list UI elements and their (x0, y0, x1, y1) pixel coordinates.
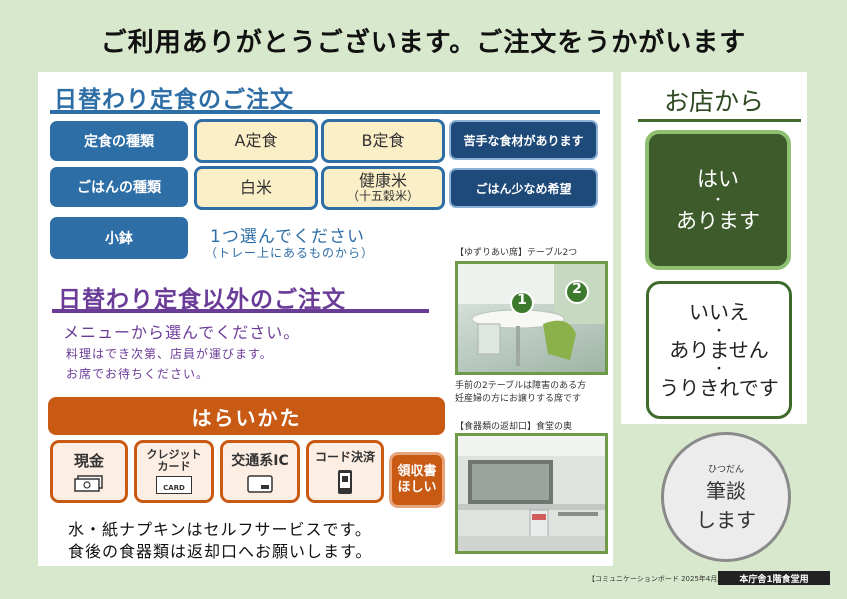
dish-return-photo (455, 433, 608, 554)
store-heading: お店から (663, 87, 764, 116)
disliked-ingredient-button[interactable]: 苦手な食材があります (449, 120, 598, 160)
cash-button[interactable]: 現金 (50, 440, 128, 503)
no-unavailable-button[interactable]: いいえ ・ ありません ・ うりきれです (646, 281, 792, 419)
other-order-line3: お席でお待ちください。 (66, 367, 210, 381)
daily-set-heading: 日替わり定食のご注文 (54, 87, 294, 113)
healthy-rice-subtitle: （十五穀米） (346, 189, 419, 204)
set-type-label: 定食の種類 (50, 121, 188, 161)
other-order-heading: 日替わり定食以外のご注文 (58, 287, 346, 313)
dish-return-caption: 【食器類の返却口】食堂の奥 (455, 422, 573, 432)
priority-seat-caption: 【ゆずりあい席】テーブル2つ (455, 248, 578, 258)
side-dish-label: 小鉢 (50, 217, 188, 259)
ic-card-icon (247, 474, 273, 493)
credit-card-icon: CARD (156, 476, 192, 495)
priority-seat-note1: 手前の2テーブルは障害のある方 (455, 381, 587, 391)
set-b-button[interactable]: B定食 (321, 119, 445, 163)
transit-ic-button[interactable]: 交通系IC (220, 440, 300, 503)
location-badge: 本庁舎1階食堂用 (718, 571, 830, 585)
smartphone-icon (338, 470, 352, 494)
credit-card-button[interactable]: クレジット カード CARD (134, 440, 214, 503)
code-payment-button[interactable]: コード決済 (306, 440, 384, 503)
less-rice-button[interactable]: ごはん少なめ希望 (449, 168, 598, 208)
white-rice-button[interactable]: 白米 (194, 166, 318, 210)
dish-return-image (458, 436, 605, 551)
choose-one-subnote: （トレー上にあるものから） (205, 246, 375, 260)
daily-set-divider (50, 110, 600, 114)
store-divider (638, 119, 801, 122)
other-order-divider (52, 309, 429, 313)
set-a-button[interactable]: A定食 (194, 119, 318, 163)
payment-heading: はらいかた (48, 397, 445, 435)
receipt-button[interactable]: 領収書 ほしい (389, 452, 445, 508)
other-order-line1: メニューから選んでください。 (63, 323, 301, 342)
other-order-line2: 料理はでき次第、店員が運びます。 (66, 347, 273, 361)
rice-type-label: ごはんの種類 (50, 167, 188, 207)
self-service-note: 水・紙ナプキンはセルフサービスです。 (68, 520, 372, 539)
yes-available-button[interactable]: はい ・ あります (645, 130, 791, 270)
seat-number-2: 2 (572, 281, 582, 297)
choose-one-note: 1つ選んでください (210, 227, 365, 247)
return-dishes-note: 食後の食器類は返却口へお願いします。 (68, 542, 373, 561)
dining-room-image (458, 264, 605, 366)
page-title: ご利用ありがとうございます。ご注文をうかがいます (100, 28, 747, 58)
priority-seat-photo: 1 2 (455, 261, 608, 375)
healthy-rice-button[interactable]: 健康米 （十五穀米） (321, 166, 445, 210)
board-version: 【コミュニケーションボード 2025年4月版】 (588, 575, 732, 583)
priority-seat-note2: 妊産婦の方にお譲りする席です (455, 394, 582, 404)
seat-number-1: 1 (517, 292, 527, 308)
written-communication-button[interactable]: ひつだん 筆談 します (661, 432, 791, 562)
cash-icon (74, 475, 103, 492)
